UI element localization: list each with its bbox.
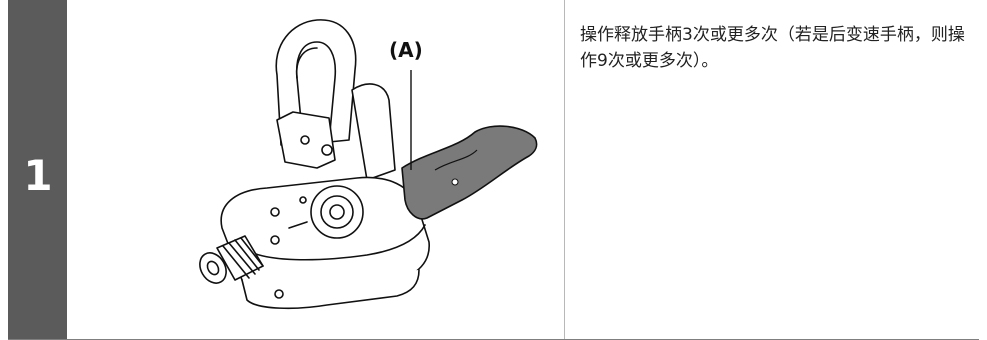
adjuster-dial	[310, 185, 364, 239]
step-table: 1	[8, 0, 979, 340]
instruction-cell: 操作释放手柄3次或更多次（若是后变速手柄，则操作9次或更多次）。	[565, 0, 979, 339]
release-lever	[401, 125, 538, 220]
shift-lever-illustration	[199, 19, 538, 310]
illustration-cell: (A)	[67, 0, 565, 339]
upper-lever	[351, 83, 396, 181]
step-number: 1	[23, 151, 53, 200]
callout-label-a: (A)	[389, 38, 423, 62]
clamp-block	[276, 111, 336, 169]
step-number-band: 1	[8, 0, 67, 339]
instruction-text: 操作释放手柄3次或更多次（若是后变速手柄，则操作9次或更多次）。	[580, 25, 965, 71]
